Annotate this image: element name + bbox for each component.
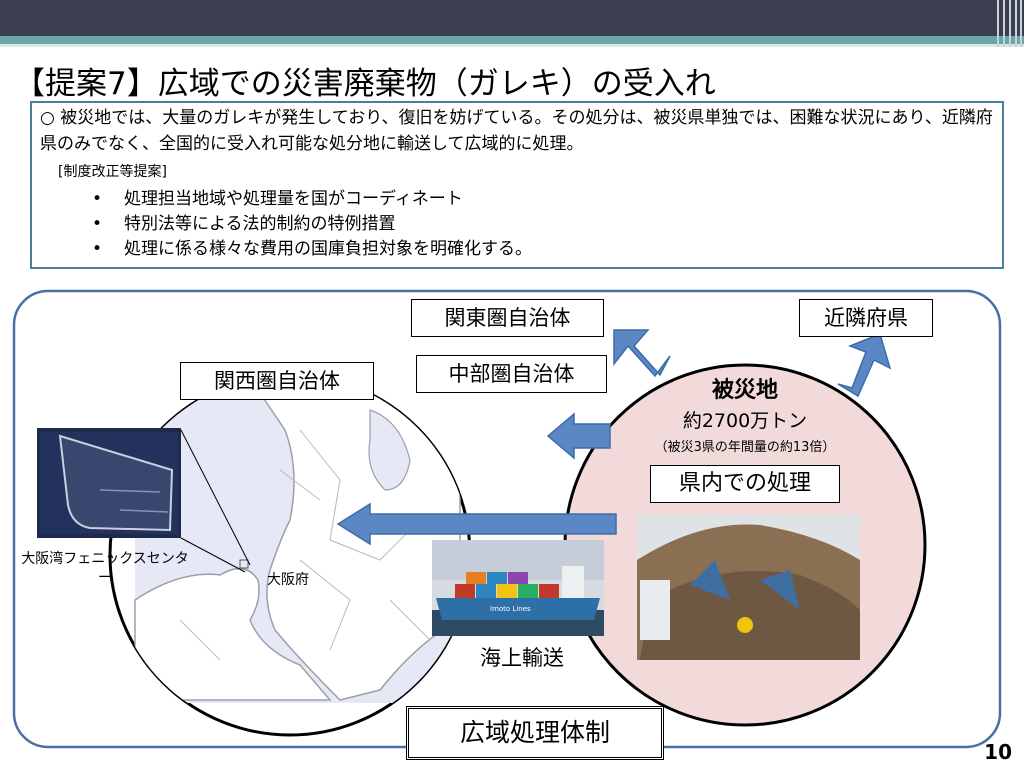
arrow-to-kanto <box>613 329 671 378</box>
summary-box: ○ 被災地では、大量のガレキが発生しており、復旧を妨げている。その処分は、被災県… <box>30 101 1004 269</box>
svg-text:Imoto Lines: Imoto Lines <box>490 605 531 613</box>
kanto-label: 関東圏自治体 <box>411 299 604 337</box>
bullet-item: •特別法等による法的制約の特例措置 <box>92 214 396 234</box>
disaster-amount: 約2700万トン <box>682 410 808 432</box>
top-accent-strip <box>0 36 1024 44</box>
neighbor-label: 近隣府県 <box>799 299 933 337</box>
in-prefecture-label: 県内での処理 <box>650 465 840 503</box>
summary-paragraph: ○ 被災地では、大量のガレキが発生しており、復旧を妨げている。その処分は、被災県… <box>40 108 993 154</box>
cargo-ship-photo: Imoto Lines <box>432 540 604 636</box>
bullet-list: •処理担当地域や処理量を国がコーディネート •特別法等による法的制約の特例措置 … <box>92 187 532 262</box>
osaka-bay-label: 大阪湾フェニックスセンター <box>21 551 189 586</box>
top-bar <box>0 0 1024 36</box>
arrow-to-neighbor <box>837 332 892 398</box>
arrow-to-chubu <box>546 412 611 460</box>
decorative-lines <box>997 0 1022 47</box>
bullet-item: •処理担当地域や処理量を国がコーディネート <box>92 189 463 209</box>
chubu-label: 中部圏自治体 <box>416 355 607 393</box>
disaster-title: 被災地 <box>711 378 778 403</box>
disaster-note: （被災3県の年間量の約13倍） <box>654 440 836 455</box>
system-label: 広域処理体制 <box>459 718 610 747</box>
slide-title: 【提案7】広域での災害廃棄物（ガレキ）の受入れ <box>14 66 716 102</box>
top-accent-strip-light <box>0 44 1024 47</box>
kansai-map <box>134 392 461 703</box>
osaka-label: 大阪府 <box>267 572 309 588</box>
arrow-sea-transport <box>336 502 617 546</box>
sea-transport-label: 海上輸送 <box>480 646 564 670</box>
bullet-item: •処理に係る様々な費用の国庫負担対象を明確化する。 <box>92 239 532 259</box>
rubble-photo <box>637 515 860 660</box>
osaka-bay-photo <box>37 428 181 538</box>
system-label-box: 広域処理体制 <box>406 706 664 760</box>
proposal-label: [制度改正等提案] <box>58 164 167 180</box>
page-number: 10 <box>984 740 1012 764</box>
kansai-label: 関西圏自治体 <box>180 362 374 400</box>
